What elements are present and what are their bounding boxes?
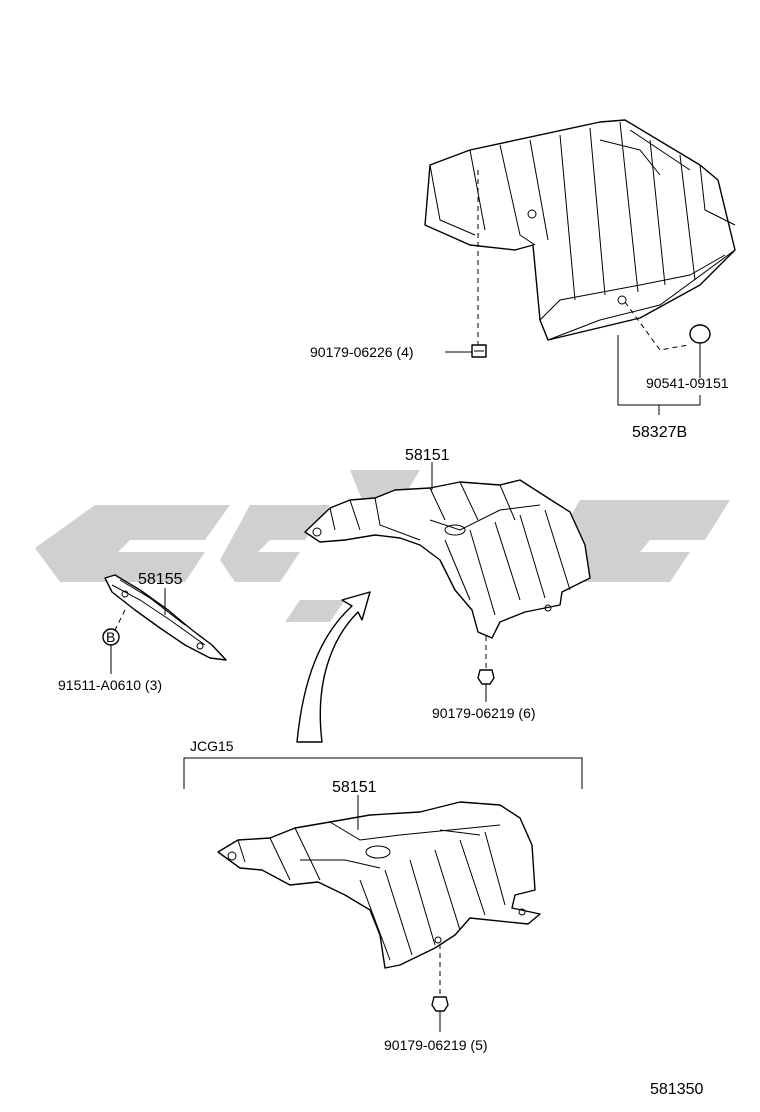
side-insulator-clip-callout: B bbox=[102, 628, 120, 646]
side-insulator-clip-label: 91511-A0610 (3) bbox=[58, 677, 162, 693]
jcg15-insulator-nut-icon bbox=[431, 996, 449, 1012]
variant-label: JCG15 bbox=[190, 738, 234, 754]
side-insulator-clip-letter: B bbox=[106, 629, 115, 645]
jcg15-insulator-label: 58151 bbox=[332, 779, 377, 796]
upper-cover-clip-icon bbox=[471, 344, 487, 358]
center-insulator-nut-label: 90179-06219 (6) bbox=[432, 705, 536, 721]
jcg15-insulator bbox=[217, 801, 541, 969]
catalog-number: 581350 bbox=[650, 1081, 703, 1098]
upper-cover-clip-label: 90179-06226 (4) bbox=[310, 344, 414, 360]
side-insulator bbox=[104, 574, 227, 661]
upper-cover-pad-icon bbox=[689, 324, 711, 344]
center-insulator-nut-icon bbox=[477, 669, 495, 685]
side-insulator-label: 58155 bbox=[138, 571, 183, 588]
upper-cover bbox=[424, 119, 736, 341]
side-insulator-clip-dashline bbox=[114, 609, 126, 631]
curved-arrow-icon bbox=[296, 591, 371, 743]
upper-cover-pad-dashline bbox=[624, 301, 689, 351]
jcg15-insulator-nut-label: 90179-06219 (5) bbox=[384, 1037, 488, 1053]
variant-bracket bbox=[183, 757, 583, 789]
upper-cover-label: 58327B bbox=[632, 424, 687, 441]
center-insulator bbox=[304, 479, 591, 639]
upper-cover-pad-label: 90541-09151 bbox=[646, 375, 729, 391]
upper-cover-bracket bbox=[617, 335, 701, 406]
watermark-logo bbox=[35, 470, 730, 622]
center-insulator-label: 58151 bbox=[405, 447, 450, 464]
